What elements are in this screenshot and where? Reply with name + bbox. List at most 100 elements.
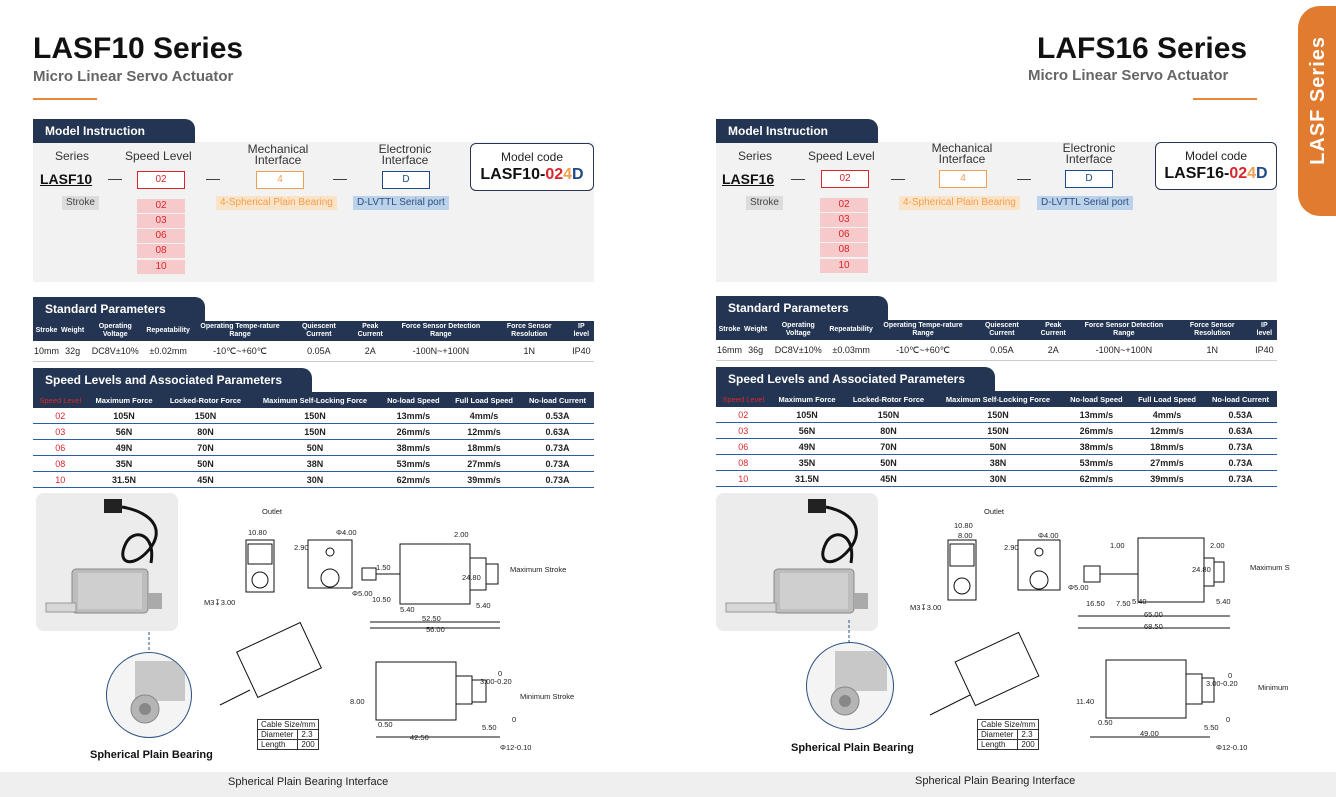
column-header: Force Sensor Resolution <box>489 321 569 341</box>
electronic-interface-label: Electronic Interface <box>378 142 432 167</box>
table-cell: 2A <box>348 341 392 362</box>
speed-level-box: 02 <box>821 170 869 188</box>
column-header: No-load Speed <box>1062 391 1131 407</box>
drawing-dim: 52.50 <box>422 614 441 623</box>
drawing-dim: 68.50 <box>1144 622 1163 631</box>
table-cell: -100N~+100N <box>1074 340 1173 361</box>
cable-title: Cable Size/mm <box>976 719 1040 730</box>
drawing-dim: Φ4.00 <box>336 528 357 537</box>
column-header: Weight <box>60 321 86 341</box>
page-subtitle-right: Micro Linear Servo Actuator <box>1028 67 1229 84</box>
speed-option: 06 <box>137 229 185 243</box>
bearing-caption-right: Spherical Plain Bearing <box>791 742 914 754</box>
table-cell: 13mm/s <box>1062 407 1131 423</box>
bearing-caption-left: Spherical Plain Bearing <box>90 749 213 761</box>
table-cell: 150N <box>160 408 251 424</box>
table-cell: 50N <box>933 438 1063 455</box>
mechanical-interface-desc: 4-Spherical Plain Bearing <box>216 196 337 210</box>
table-cell: 56N <box>770 422 844 439</box>
model-code-value: LASF16-024D <box>1164 165 1268 182</box>
drawing-dim: 5.50 <box>482 723 497 732</box>
series-label: Series <box>738 149 773 163</box>
table-cell: 0.73A <box>1204 470 1277 487</box>
page-title-right: LAFS16 Series <box>1037 32 1248 65</box>
accent-line-right <box>1193 98 1257 100</box>
drawing-max-stroke: Maximum Stroke <box>510 565 566 574</box>
table-cell: 150N <box>933 422 1063 439</box>
column-header: Weight <box>743 320 769 340</box>
column-header: No-load Current <box>521 392 594 408</box>
table-cell: 53mm/s <box>379 455 448 472</box>
table-cell: 49N <box>87 439 161 456</box>
electronic-interface-box: D <box>1065 170 1113 188</box>
side-tab: LASF Series <box>1298 6 1336 216</box>
column-header: Peak Current <box>348 321 392 341</box>
column-header: Maximum Force <box>87 392 161 408</box>
column-header: Repeatability <box>145 321 191 341</box>
cable-key: Length <box>256 739 299 750</box>
speed-option: 02 <box>137 199 185 213</box>
table-cell: 18mm/s <box>1130 438 1205 455</box>
column-header: Force Sensor Detection Range <box>391 321 490 341</box>
drawing-dim: 11.40 <box>1076 697 1094 706</box>
standard-params-header-left: Standard Parameters <box>33 297 205 321</box>
table-cell: 0.53A <box>1204 407 1277 423</box>
table-cell: 0.73A <box>521 455 594 472</box>
table-cell: 16mm <box>716 340 744 361</box>
table-cell: 150N <box>843 407 934 423</box>
dash-separator: — <box>791 170 805 186</box>
speed-option: 08 <box>137 244 185 258</box>
drawing-dim: 1.00 <box>1110 541 1125 550</box>
drawing-dim: 5.40 <box>1216 597 1231 606</box>
table-cell: DC8V±10% <box>768 340 829 361</box>
table-cell: 10 <box>33 471 88 488</box>
drawing-dim: 16.50 <box>1086 599 1105 608</box>
drawing-dim: 0 <box>512 715 516 724</box>
table-cell: 80N <box>160 423 251 440</box>
table-cell: 45N <box>160 471 251 488</box>
table-cell: 36g <box>743 340 769 361</box>
model-instruction-header-left: Model Instruction <box>33 119 195 143</box>
table-cell: 50N <box>843 454 934 471</box>
table-cell: 32g <box>60 341 86 362</box>
drawing-dim: 5.50 <box>1204 723 1219 732</box>
mechanical-interface-desc: 4-Spherical Plain Bearing <box>899 196 1020 210</box>
dash-separator: — <box>333 170 347 186</box>
table-cell: 49N <box>770 438 844 455</box>
drawing-dim: 49.00 <box>1140 729 1159 738</box>
speed-option: 02 <box>820 198 868 212</box>
table-cell: 03 <box>716 422 771 439</box>
product-photo-left <box>36 493 178 631</box>
column-header: Speed Level <box>33 392 88 408</box>
drawing-hole-label: M3↧3.00 <box>204 598 235 607</box>
drawing-dim: 3.00-0.20 <box>1206 679 1238 688</box>
cable-key: Diameter <box>256 729 299 740</box>
drawing-dim: 2.90 <box>1004 543 1019 552</box>
table-cell: 0.63A <box>521 423 594 440</box>
table-cell: 12mm/s <box>1130 422 1205 439</box>
table-cell: 150N <box>250 408 380 424</box>
column-header: Force Sensor Resolution <box>1172 320 1252 340</box>
table-cell: 38mm/s <box>379 439 448 456</box>
drawing-dim: 10.50 <box>372 595 391 604</box>
standard-params-header-right: Standard Parameters <box>716 296 888 320</box>
drawing-max-stroke: Maximum Stroke <box>1250 563 1290 572</box>
model-instruction-header-right: Model Instruction <box>716 119 878 143</box>
drawing-dim: 5.40 <box>400 605 415 614</box>
table-cell: DC8V±10% <box>85 341 146 362</box>
cable-title: Cable Size/mm <box>256 719 320 730</box>
drawing-dim: 24.80 <box>462 573 481 582</box>
column-header: Maximum Force <box>770 391 844 407</box>
series-label: Series <box>55 149 90 163</box>
table-cell: 45N <box>843 470 934 487</box>
table-cell: -100N~+100N <box>391 341 490 362</box>
table-cell: 62mm/s <box>1062 470 1131 487</box>
